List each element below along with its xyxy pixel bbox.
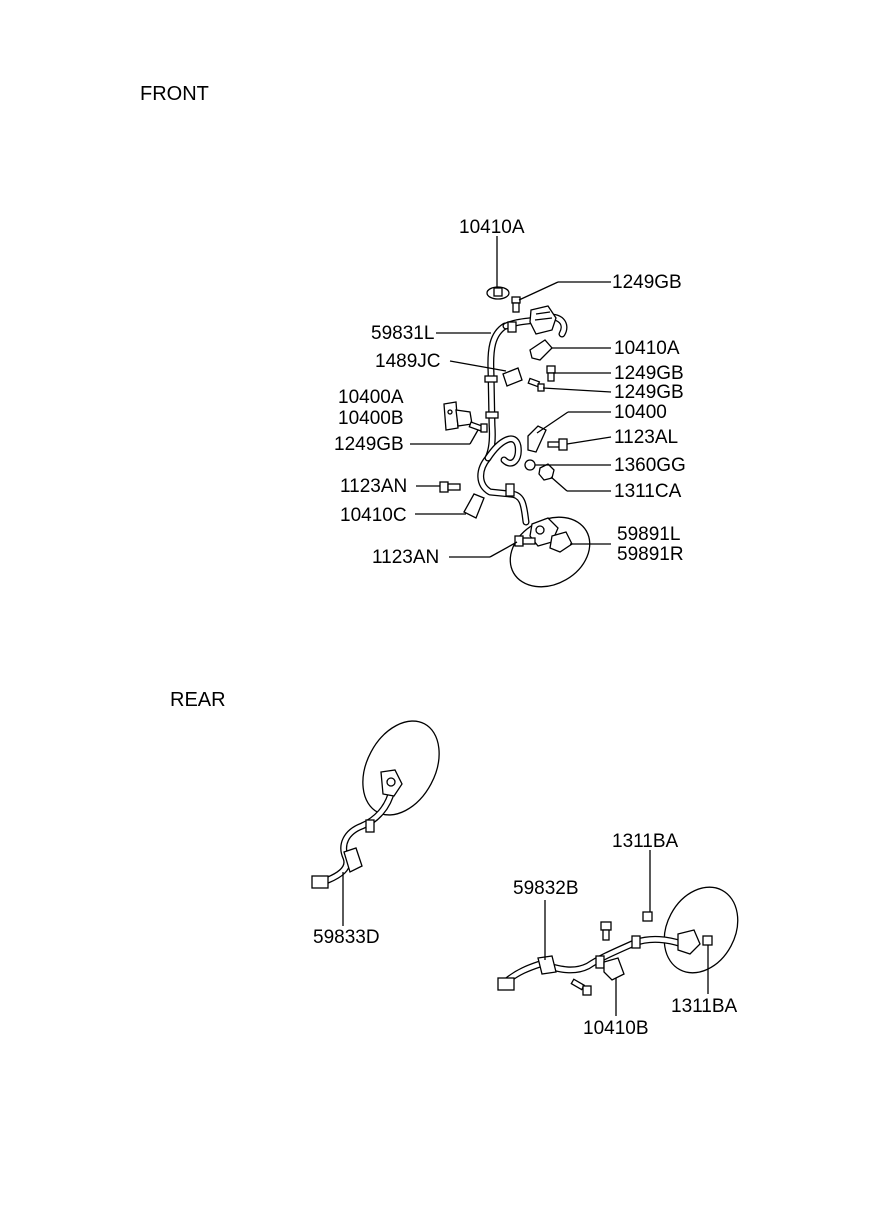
label-59831l: 59831L (371, 323, 434, 344)
cable-grommet (505, 483, 515, 497)
rear-right-connector (497, 977, 515, 991)
label-59891r: 59891R (617, 544, 684, 565)
bolt-rear-right-a (600, 921, 612, 941)
bracket-10400a-10400b (443, 401, 473, 431)
label-10400a: 10400A (338, 387, 404, 408)
label-1489jc: 1489JC (375, 351, 441, 372)
wheel-speed-sensor-rear-left (380, 769, 403, 797)
label-1123an-a: 1123AN (340, 476, 407, 497)
cable-grommet (484, 375, 498, 383)
bracket-1489jc (502, 367, 523, 387)
label-10410a-mid: 10410A (614, 338, 680, 359)
rear-right-assembly (497, 886, 739, 996)
label-1249gb-a: 1249GB (612, 272, 682, 293)
rear-left-bracket (343, 847, 363, 873)
label-1123al: 1123AL (614, 427, 678, 448)
bolt-rear-right-b (570, 978, 592, 996)
connector-10400 (527, 425, 547, 453)
rear-right-brake-disc (663, 886, 739, 974)
label-1360gg: 1360GG (614, 455, 686, 476)
front-part-labels: 10410A 1249GB 59831L 10410A 1489JC 1249G… (334, 217, 686, 568)
label-10410c: 10410C (340, 505, 407, 526)
nut-1311ba-top (642, 911, 653, 922)
rear-part-labels: 59833D 1311BA 59832B 1311BA 10410B (313, 831, 738, 1039)
rear-left-brake-disc (362, 720, 440, 816)
bolt-1249gb-c (527, 377, 545, 392)
label-1249gb-c: 1249GB (614, 382, 684, 403)
clip-10410c (463, 493, 485, 519)
label-59832b: 59832B (513, 878, 579, 899)
bolt-1123al (547, 438, 568, 451)
rear-leader-lines (544, 850, 709, 1016)
bolt-1123an-a (439, 481, 461, 493)
front-sensor-cable (477, 313, 568, 526)
label-59833d: 59833D (313, 927, 380, 948)
front-assembly (439, 286, 591, 588)
cable-grommet (507, 321, 517, 333)
wheel-speed-sensor-rear-right (677, 929, 701, 955)
label-1249gb-d: 1249GB (334, 434, 404, 455)
bolt-1123an-b (514, 535, 536, 547)
nut-1311ba-bottom (702, 935, 713, 946)
label-10410a-top: 10410A (459, 217, 525, 238)
label-1311ba-bottom: 1311BA (671, 996, 738, 1017)
front-connector (529, 305, 557, 335)
cable-grommet (485, 411, 499, 419)
label-1311ba-top: 1311BA (612, 831, 679, 852)
clip-10410b (603, 957, 625, 981)
rear-right-grommet-59832b (537, 955, 557, 975)
label-1249gb-b: 1249GB (614, 363, 684, 384)
bolt-1249gb-b (546, 365, 556, 382)
front-leader-lines (410, 236, 612, 558)
label-10410b: 10410B (583, 1018, 649, 1039)
bolt-1249gb-a (511, 296, 521, 313)
rear-left-connector (311, 875, 329, 889)
front-section-title: FRONT (140, 83, 209, 105)
rear-section-title: REAR (170, 689, 226, 711)
label-10400: 10400 (614, 402, 667, 423)
rear-left-assembly (311, 720, 440, 926)
clip-10410a-mid (529, 339, 553, 361)
label-1311ca: 1311CA (614, 481, 682, 502)
nut-1360gg (524, 459, 536, 471)
label-1123an-b: 1123AN (372, 547, 439, 568)
front-brake-disc (509, 516, 591, 588)
label-59891l: 59891L (617, 524, 680, 545)
bolt-1249gb-d (468, 421, 488, 433)
label-10400b: 10400B (338, 408, 404, 429)
